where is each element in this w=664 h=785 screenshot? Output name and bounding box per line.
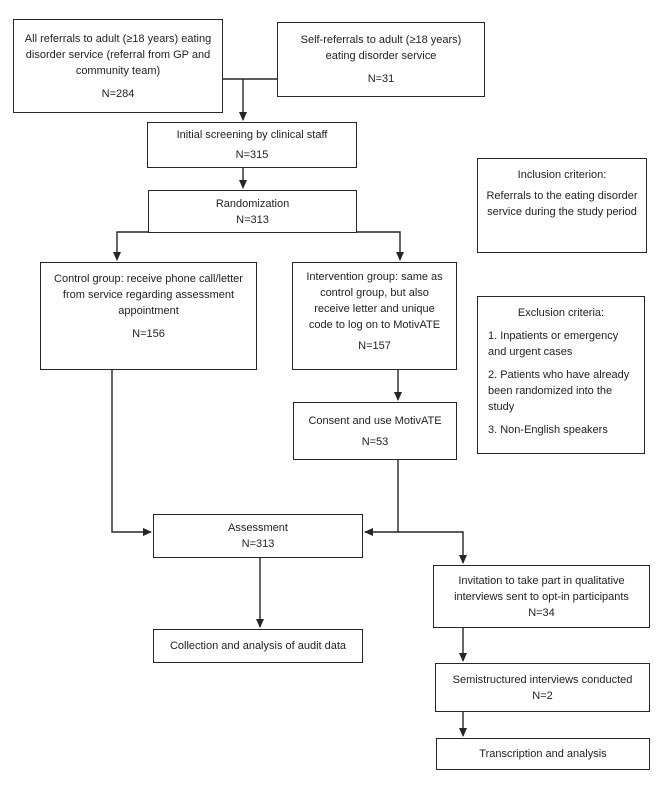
node-initial-screening: Initial screening by clinical staff N=31…	[147, 122, 357, 168]
node-inclusion-criterion: Inclusion criterion: Referrals to the ea…	[477, 158, 647, 253]
node-randomization: Randomization N=313	[148, 190, 357, 233]
node-text: Intervention group: same as control grou…	[306, 271, 443, 331]
exclusion-item: 1. Inpatients or emergency and urgent ca…	[488, 330, 619, 358]
node-text: Randomization	[215, 197, 290, 210]
exclusion-item: 3. Non-English speakers	[488, 424, 608, 436]
node-title: Inclusion criterion:	[517, 169, 607, 181]
node-all-referrals: All referrals to adult (≥18 years) eatin…	[13, 19, 223, 113]
node-text: All referrals to adult (≥18 years) eatin…	[24, 32, 212, 77]
node-assessment: Assessment N=313	[153, 514, 363, 558]
node-exclusion-criteria: Exclusion criteria: 1. Inpatients or eme…	[477, 296, 645, 454]
node-count: N=2	[532, 689, 553, 702]
node-text: Consent and use MotivATE	[308, 414, 442, 427]
node-text: Initial screening by clinical staff	[176, 129, 328, 141]
node-text: Referrals to the eating disorder service…	[486, 190, 638, 218]
node-text: Assessment	[228, 522, 288, 534]
node-text: Control group: receive phone call/letter…	[54, 273, 243, 317]
node-count: N=53	[361, 435, 389, 448]
node-audit-data: Collection and analysis of audit data	[153, 629, 363, 663]
exclusion-item: 2. Patients who have already been random…	[488, 369, 630, 413]
arrow-randomization-to-control	[113, 231, 148, 261]
node-count: N=31	[367, 73, 395, 85]
node-count: N=284	[101, 87, 135, 100]
node-title: Exclusion criteria:	[517, 307, 605, 319]
node-self-referrals: Self-referrals to adult (≥18 years) eati…	[277, 22, 485, 97]
node-transcription-analysis: Transcription and analysis	[436, 738, 650, 770]
exclusion-list: 1. Inpatients or emergency and urgent ca…	[488, 321, 634, 438]
node-text: Transcription and analysis	[479, 748, 607, 760]
node-text: Self-referrals to adult (≥18 years) eati…	[300, 34, 462, 62]
arrow-randomization-to-intervention	[357, 231, 404, 261]
arrow-control-to-assessment	[111, 370, 152, 536]
node-control-group: Control group: receive phone call/letter…	[40, 262, 257, 370]
node-count: N=315	[235, 149, 269, 161]
node-intervention-group: Intervention group: same as control grou…	[292, 262, 457, 370]
node-text: Invitation to take part in qualitative i…	[454, 574, 629, 603]
node-text: Collection and analysis of audit data	[169, 640, 347, 652]
arrow-branch-to-invitation	[398, 531, 467, 564]
node-count: N=156	[132, 328, 165, 340]
node-text: Semistructured interviews conducted	[452, 673, 633, 686]
node-consent-motivate: Consent and use MotivATE N=53	[293, 402, 457, 460]
node-count: N=313	[241, 538, 275, 550]
node-count: N=157	[358, 340, 391, 352]
arrow-consent-to-assessment	[364, 460, 399, 536]
node-count: N=34	[528, 606, 555, 619]
node-semistructured-interviews: Semistructured interviews conducted N=2	[435, 663, 650, 712]
node-count: N=313	[236, 213, 269, 226]
node-invitation-interviews: Invitation to take part in qualitative i…	[433, 565, 650, 628]
